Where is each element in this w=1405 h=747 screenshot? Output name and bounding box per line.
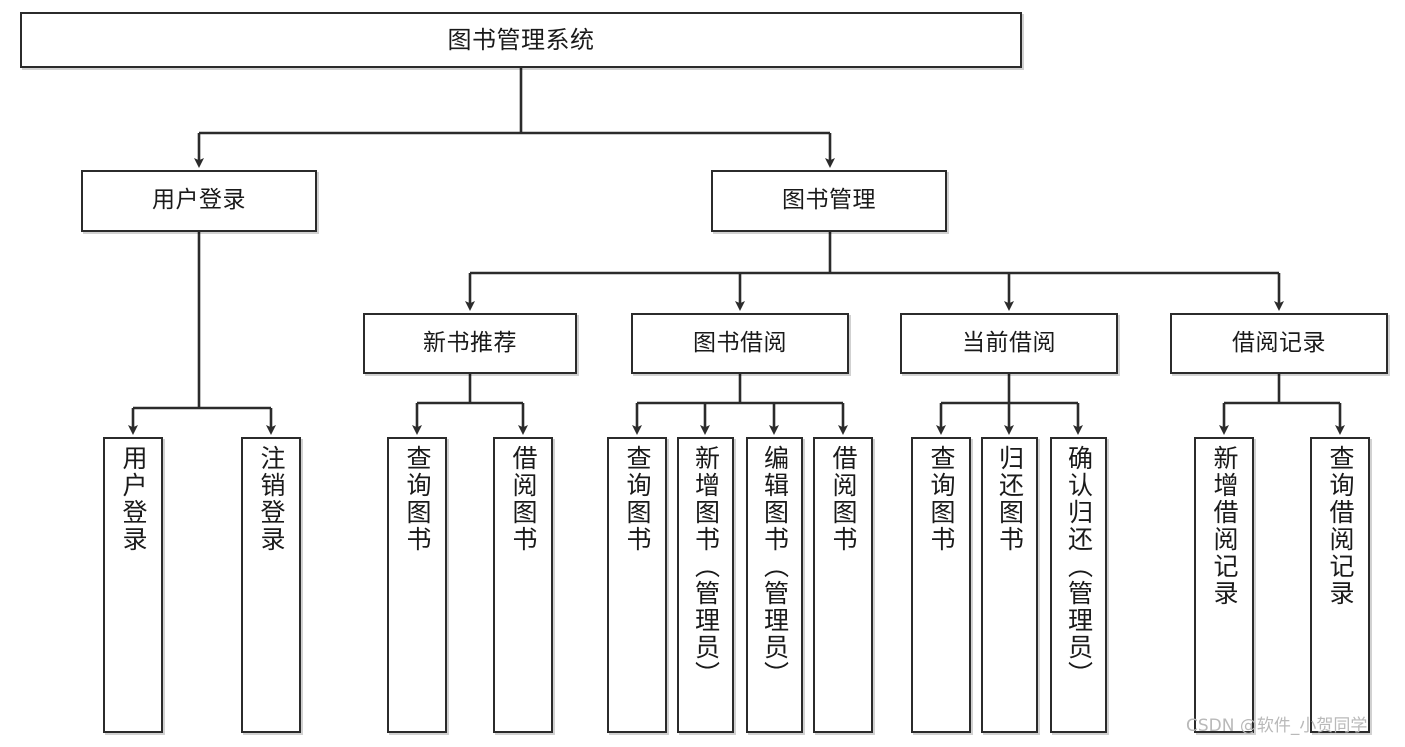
node-root-system[interactable]: 图书管理系统 <box>20 12 1022 68</box>
node-label: 图书管理 <box>782 187 876 214</box>
node-label: 新书推荐 <box>423 329 517 356</box>
node-book-management[interactable]: 图书管理 <box>711 170 947 232</box>
node-label: 用户登录 <box>152 187 246 214</box>
node-label: 查询借阅记录 <box>1326 445 1355 607</box>
leaf-add-borrow-record[interactable]: 新增借阅记录 <box>1194 437 1254 733</box>
node-label: 编辑图书（管理员） <box>760 445 790 688</box>
leaf-query-book-current[interactable]: 查询图书 <box>911 437 971 733</box>
leaf-user-logout[interactable]: 注销登录 <box>241 437 301 733</box>
leaf-query-book-borrow[interactable]: 查询图书 <box>607 437 667 733</box>
node-label: 查询图书 <box>623 445 652 553</box>
node-label: 查询图书 <box>403 445 432 553</box>
leaf-edit-book[interactable]: 编辑图书（管理员） <box>746 437 803 733</box>
node-label: 查询图书 <box>927 445 956 553</box>
csdn-watermark: CSDN @软件_小贺同学 <box>1186 716 1368 736</box>
leaf-add-book[interactable]: 新增图书（管理员） <box>677 437 734 733</box>
leaf-user-login[interactable]: 用户登录 <box>103 437 163 733</box>
leaf-confirm-return[interactable]: 确认归还（管理员） <box>1050 437 1107 733</box>
node-new-book-recommend[interactable]: 新书推荐 <box>363 313 577 374</box>
node-current-borrow[interactable]: 当前借阅 <box>900 313 1118 374</box>
leaf-query-borrow-record[interactable]: 查询借阅记录 <box>1310 437 1370 733</box>
node-label: 借阅图书 <box>509 445 538 553</box>
node-label: 借阅图书 <box>829 445 858 553</box>
node-label: 图书管理系统 <box>447 25 595 54</box>
node-borrow-record[interactable]: 借阅记录 <box>1170 313 1388 374</box>
node-label: 确认归还（管理员） <box>1064 445 1094 688</box>
leaf-borrow-book-recommend[interactable]: 借阅图书 <box>493 437 553 733</box>
node-label: 当前借阅 <box>962 329 1056 356</box>
leaf-return-book[interactable]: 归还图书 <box>981 437 1038 733</box>
node-user-login[interactable]: 用户登录 <box>81 170 317 232</box>
node-label: 用户登录 <box>119 445 148 553</box>
leaf-query-book-recommend[interactable]: 查询图书 <box>387 437 447 733</box>
node-label: 图书借阅 <box>693 329 787 356</box>
node-label: 新增图书（管理员） <box>691 445 721 688</box>
node-label: 新增借阅记录 <box>1210 445 1239 607</box>
node-label: 注销登录 <box>257 445 286 553</box>
leaf-borrow-book[interactable]: 借阅图书 <box>813 437 873 733</box>
node-label: 归还图书 <box>995 445 1025 553</box>
node-label: 借阅记录 <box>1232 329 1326 356</box>
node-book-borrow[interactable]: 图书借阅 <box>631 313 849 374</box>
